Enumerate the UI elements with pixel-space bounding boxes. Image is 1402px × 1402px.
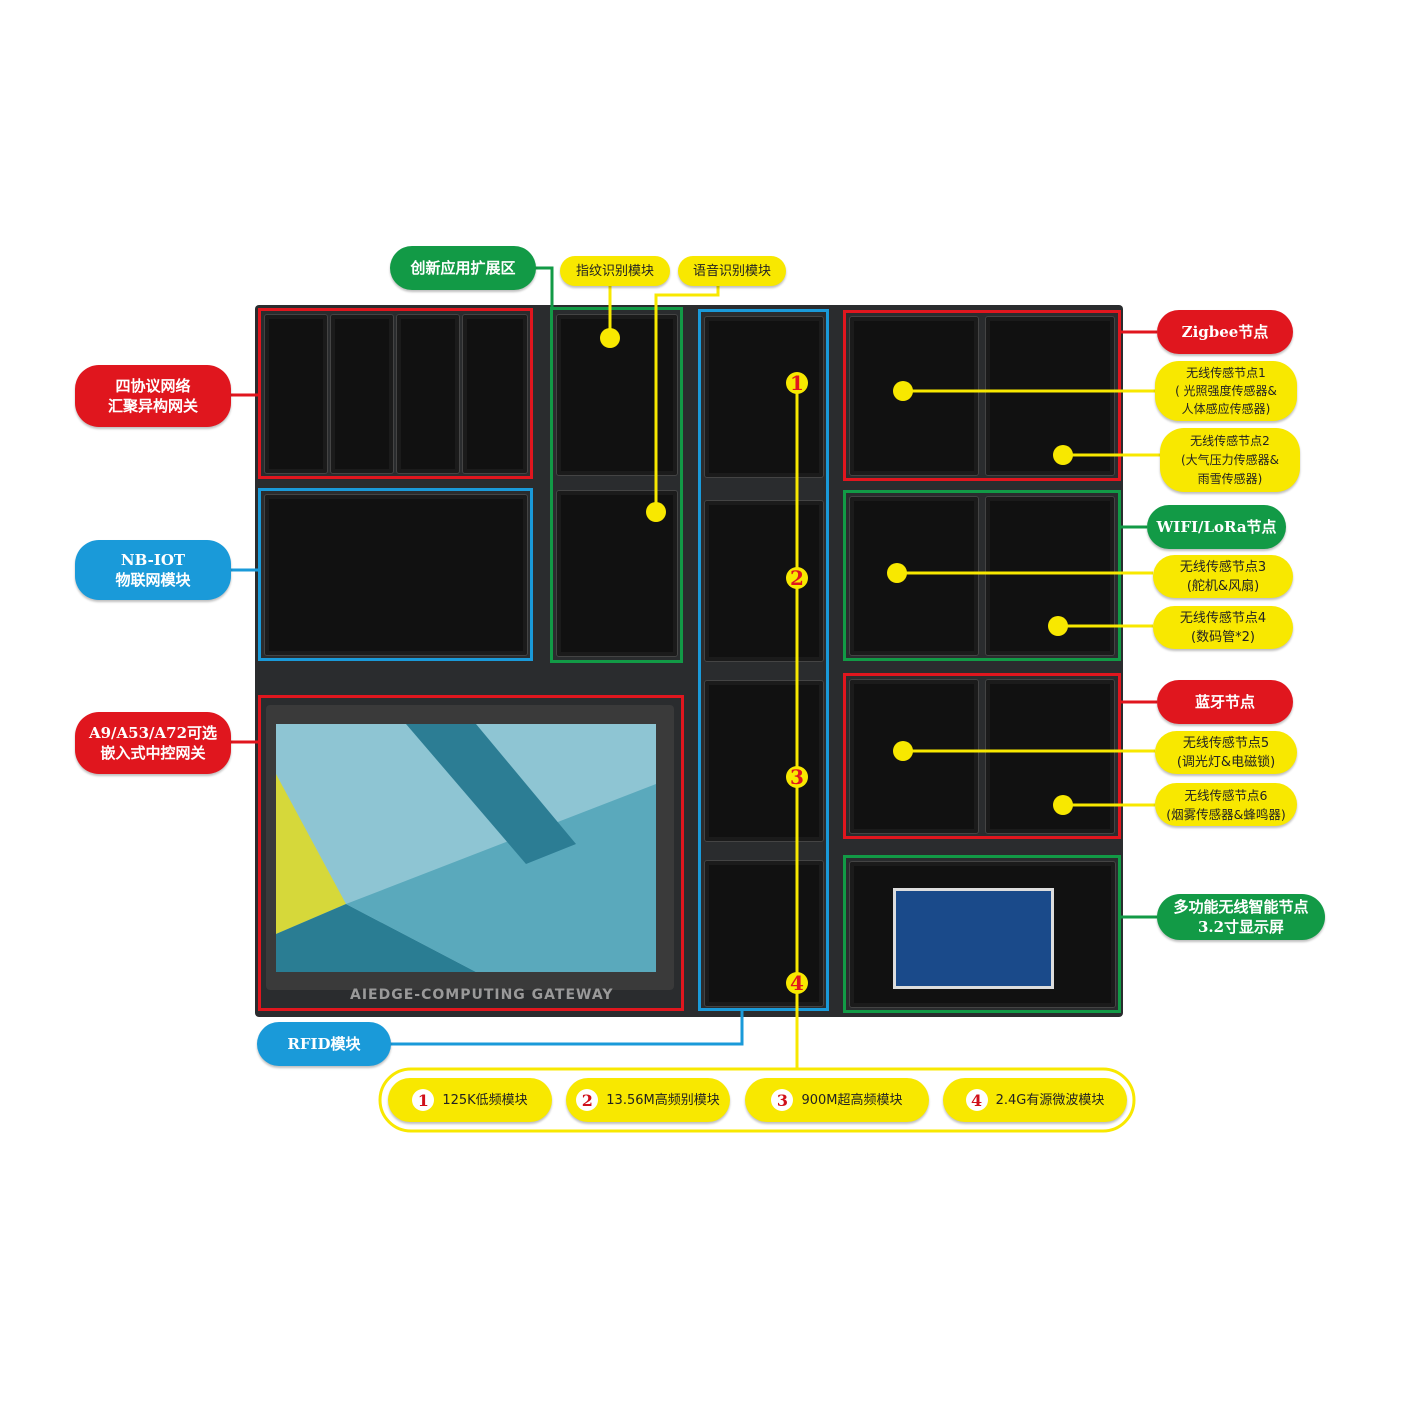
rfid-module-4: 4 2.4G有源微波模块 — [943, 1078, 1127, 1122]
rfid-module-label: 125K低频模块 — [442, 1092, 528, 1108]
label-node5: 无线传感节点5 (调光灯&电磁锁) — [1155, 731, 1297, 774]
label-node1: 无线传感节点1 ( 光照强度传感器& 人体感应传感器) — [1155, 361, 1297, 421]
rfid-module-label: 13.56M高频别模块 — [606, 1092, 720, 1108]
label-node4: 无线传感节点4 (数码管*2) — [1153, 606, 1293, 649]
number-badge: 4 — [965, 1089, 988, 1111]
label-node3: 无线传感节点3 (舵机&风扇) — [1153, 555, 1293, 598]
label-node2: 无线传感节点2 (大气压力传感器& 雨雪传感器) — [1160, 428, 1300, 492]
rfid-module-label: 900M超高频模块 — [801, 1092, 903, 1108]
rfid-module-2: 2 13.56M高频别模块 — [566, 1078, 730, 1122]
label-wifi-lora: WIFI/LoRa节点 — [1147, 505, 1286, 549]
frame-bluetooth — [843, 673, 1121, 839]
rfid-marker-4: 4 — [786, 972, 808, 994]
rfid-marker-1: 1 — [786, 372, 808, 394]
frame-innovation — [550, 307, 683, 663]
number-badge: 3 — [771, 1089, 794, 1111]
rfid-module-1: 1 125K低频模块 — [388, 1078, 552, 1122]
label-nbiot: NB-IOT 物联网模块 — [75, 540, 231, 600]
label-bluetooth: 蓝牙节点 — [1157, 680, 1293, 724]
screen-wallpaper — [276, 724, 656, 972]
label-rfid: RFID模块 — [257, 1022, 391, 1066]
rfid-module-3: 3 900M超高频模块 — [745, 1078, 929, 1122]
label-multi-node: 多功能无线智能节点 3.2寸显示屏 — [1157, 894, 1325, 940]
label-voice: 语音识别模块 — [678, 256, 786, 286]
rfid-marker-2: 2 — [786, 567, 808, 589]
frame-a9 — [258, 695, 684, 1011]
label-node6: 无线传感节点6 (烟雾传感器&蜂鸣器) — [1155, 783, 1297, 826]
rfid-module-label: 2.4G有源微波模块 — [995, 1092, 1105, 1108]
board-caption: AIEDGE-COMPUTING GATEWAY — [350, 987, 614, 1003]
frame-wifi — [843, 490, 1121, 661]
label-gateway4: 四协议网络 汇聚异构网关 — [75, 365, 231, 427]
frame-multi — [843, 855, 1121, 1013]
frame-nbiot — [258, 488, 533, 661]
label-a9: A9/A53/A72可选 嵌入式中控网关 — [75, 712, 231, 774]
number-badge: 2 — [576, 1089, 599, 1111]
tp-display — [893, 888, 1054, 989]
number-badge: 1 — [412, 1089, 435, 1111]
frame-rfid — [698, 309, 829, 1011]
frame-zigbee — [843, 310, 1121, 481]
tablet-screen[interactable] — [276, 724, 656, 972]
frame-gateway4 — [258, 308, 533, 479]
label-innovation: 创新应用扩展区 — [390, 246, 536, 290]
rfid-marker-3: 3 — [786, 766, 808, 788]
label-fingerprint: 指纹识别模块 — [560, 256, 670, 286]
label-zigbee: Zigbee节点 — [1157, 310, 1293, 354]
